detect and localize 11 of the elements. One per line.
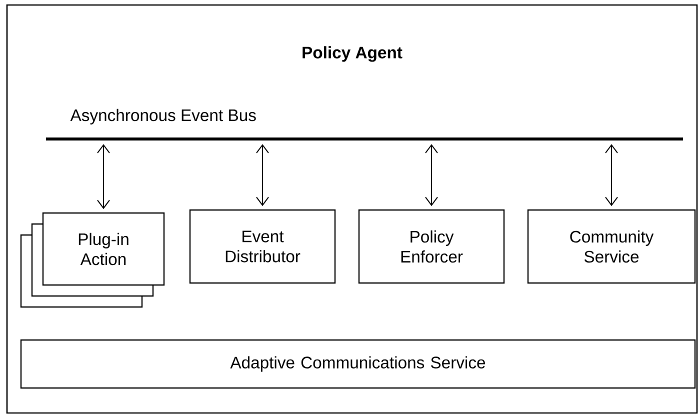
- service-band: Adaptive Communications Service: [20, 339, 696, 389]
- node-label: Asynchronous Event Bus: [70, 108, 256, 124]
- process-box: Event Distributor: [189, 209, 336, 284]
- process-box: Community Service: [527, 209, 696, 284]
- process-box: Policy Enforcer: [358, 209, 505, 284]
- arrow: [425, 144, 438, 206]
- arrow: [256, 144, 269, 206]
- arrow: [605, 144, 618, 206]
- stacked-box: Plug-in Action: [20, 212, 165, 308]
- event-bus: Asynchronous Event Bus: [46, 108, 684, 140]
- arrow: [97, 144, 110, 210]
